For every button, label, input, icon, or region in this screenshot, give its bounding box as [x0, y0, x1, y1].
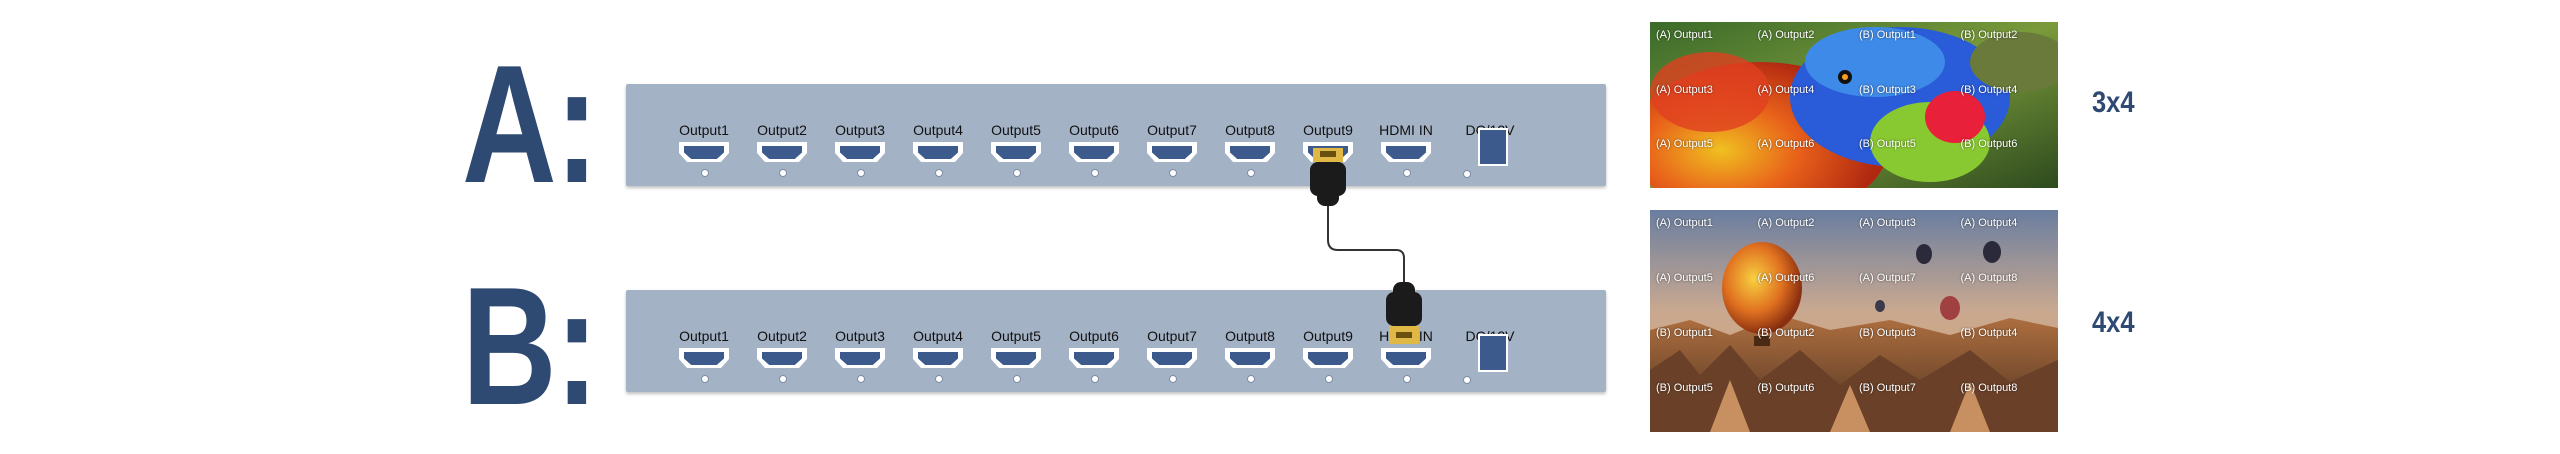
- wall-cell: (B) Output5: [1656, 382, 1713, 394]
- hdmi-port[interactable]: [1147, 142, 1197, 166]
- wall-cell: (A) Output1: [1656, 29, 1713, 41]
- hdmi-port[interactable]: [835, 348, 885, 372]
- hdmi-port[interactable]: [679, 142, 729, 166]
- led-indicator: [1247, 169, 1255, 177]
- hdmi-port[interactable]: [1225, 348, 1275, 372]
- led-indicator: [1169, 169, 1177, 177]
- wall-cell: (B) Output6: [1757, 382, 1815, 394]
- port-label: Output9: [1303, 328, 1353, 344]
- wall-cell: (B) Output1: [1859, 29, 1916, 41]
- port-label: Output1: [679, 328, 729, 344]
- hdmi-port[interactable]: [991, 142, 1041, 166]
- port-label: Output7: [1147, 328, 1197, 344]
- led-indicator: [779, 169, 787, 177]
- led-indicator: [701, 375, 709, 383]
- wall-cell: (B) Output4: [1960, 83, 2018, 96]
- port-label: Output8: [1225, 122, 1275, 138]
- led-indicator: [1091, 375, 1099, 383]
- led-indicator: [1091, 169, 1099, 177]
- power-led: [1463, 170, 1471, 178]
- hdmi-port[interactable]: [1147, 348, 1197, 372]
- hdmi-port[interactable]: [991, 348, 1041, 372]
- hdmi-port[interactable]: [913, 142, 963, 166]
- led-indicator: [1013, 375, 1021, 383]
- wall-cell: (A) Output6: [1757, 272, 1815, 284]
- wall-cell: (B) Output2: [1757, 327, 1815, 339]
- wall-mode-label: 3x4: [2092, 86, 2135, 119]
- wall-cell: (B) Output7: [1859, 382, 1916, 394]
- wall-cell: (B) Output4: [1960, 327, 2018, 339]
- port-label: HDMI IN: [1379, 122, 1433, 138]
- video-wall-4x4: (A) Output1 (A) Output2 (A) Output3 (A) …: [1650, 210, 2058, 432]
- port-label: Output6: [1069, 328, 1119, 344]
- port-label: Output9: [1303, 122, 1353, 138]
- hdmi-port[interactable]: [679, 348, 729, 372]
- video-wall-3x4: (A) Output1 (A) Output2 (B) Output1 (B) …: [1650, 22, 2058, 188]
- hdmi-port[interactable]: [1069, 142, 1119, 166]
- wall-cell: (B) Output8: [1960, 382, 2018, 394]
- wall-cell: (A) Output3: [1859, 217, 1916, 229]
- port-label: Output4: [913, 328, 963, 344]
- wall-cell: (B) Output2: [1960, 29, 2018, 41]
- port-label: Output3: [835, 328, 885, 344]
- wall-cell: (A) Output4: [1960, 217, 2018, 229]
- led-indicator: [1403, 169, 1411, 177]
- led-indicator: [779, 375, 787, 383]
- hdmi-port[interactable]: [835, 142, 885, 166]
- wall-cell: (A) Output5: [1656, 138, 1713, 151]
- hdmi-port[interactable]: [1381, 142, 1431, 166]
- dc-power-jack[interactable]: [1478, 334, 1508, 372]
- hdmi-port[interactable]: [1303, 348, 1353, 372]
- wall-mode-label: 4x4: [2092, 306, 2135, 339]
- wall-cell: (B) Output5: [1859, 138, 1916, 151]
- port-label: Output2: [757, 122, 807, 138]
- wall-cell: (A) Output2: [1757, 217, 1815, 229]
- port-label: Output8: [1225, 328, 1275, 344]
- hdmi-port[interactable]: [1225, 142, 1275, 166]
- wall-cell: (B) Output3: [1859, 327, 1916, 339]
- hdmi-port[interactable]: [757, 142, 807, 166]
- wall-cell: (B) Output3: [1859, 83, 1916, 96]
- dc-power-jack[interactable]: [1478, 128, 1508, 166]
- wall-cell: (A) Output5: [1656, 272, 1713, 284]
- led-indicator: [935, 169, 943, 177]
- power-led: [1463, 376, 1471, 384]
- wall-cell: (A) Output4: [1757, 83, 1815, 96]
- port-label: Output1: [679, 122, 729, 138]
- wall-cell: (A) Output3: [1656, 83, 1713, 96]
- led-indicator: [857, 375, 865, 383]
- led-indicator: [1403, 375, 1411, 383]
- led-indicator: [701, 169, 709, 177]
- wall-cell: (A) Output1: [1656, 217, 1713, 229]
- port-label: Output5: [991, 328, 1041, 344]
- hdmi-port[interactable]: [913, 348, 963, 372]
- port-label: Output5: [991, 122, 1041, 138]
- led-indicator: [1325, 375, 1333, 383]
- wall-cell: (B) Output6: [1960, 138, 2018, 151]
- row-label-a: A:: [462, 30, 599, 218]
- led-indicator: [1169, 375, 1177, 383]
- splitter-panel-b: Output1 Output2 Output3 Output4 Output5 …: [626, 290, 1606, 392]
- led-indicator: [1247, 375, 1255, 383]
- port-label: Output6: [1069, 122, 1119, 138]
- port-label: Output7: [1147, 122, 1197, 138]
- port-label: Output4: [913, 122, 963, 138]
- wall-cell: (A) Output7: [1859, 272, 1916, 284]
- hdmi-port[interactable]: [1069, 348, 1119, 372]
- hdmi-port[interactable]: [1381, 348, 1431, 372]
- led-indicator: [1013, 169, 1021, 177]
- port-label: Output3: [835, 122, 885, 138]
- splitter-panel-a: Output1 Output2 Output3 Output4 Output5 …: [626, 84, 1606, 186]
- wall-cell: (A) Output6: [1757, 138, 1815, 151]
- port-label: Output2: [757, 328, 807, 344]
- led-indicator: [857, 169, 865, 177]
- wall-cell: (B) Output1: [1656, 327, 1713, 339]
- row-label-b: B:: [462, 252, 599, 440]
- wall-cell: (A) Output2: [1757, 29, 1815, 41]
- led-indicator: [935, 375, 943, 383]
- wall-cell: (A) Output8: [1960, 272, 2018, 284]
- hdmi-port[interactable]: [757, 348, 807, 372]
